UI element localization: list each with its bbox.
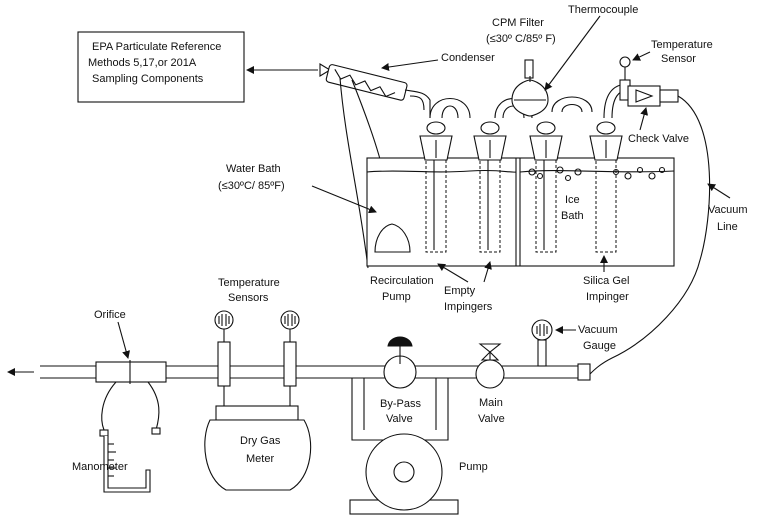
check-valve-pointer <box>639 107 649 131</box>
temperature-sensor-label-line1: Temperature <box>651 39 713 51</box>
water-bath-label-line2: (≤30ºC/ 85ºF) <box>218 180 285 192</box>
orifice-pointer <box>117 321 130 359</box>
empty-impingers-label-line1: Empty <box>444 285 476 297</box>
check-valve-label: Check Valve <box>628 133 689 145</box>
recirculation-pump-label-line1: Recirculation <box>370 275 434 287</box>
condenser-label: Condenser <box>441 52 495 64</box>
vacuum-gauge-label-line1: Vacuum <box>578 324 618 336</box>
bath-container <box>366 157 675 267</box>
dry-gas-meter-label-line1: Dry Gas <box>240 435 281 447</box>
epa-label-line3: Sampling Components <box>92 73 204 85</box>
temperature-sensor-top <box>619 56 631 101</box>
empty-impingers-pointer-2 <box>483 261 492 283</box>
epa-label-line2: Methods 5,17,or 201A <box>88 57 197 69</box>
check-valve <box>627 85 679 107</box>
empty-impingers-pointer-1 <box>437 263 469 283</box>
by-pass-valve-label-line1: By-Pass <box>380 398 421 410</box>
temperature-sensors-label-line1: Temperature <box>218 277 280 289</box>
by-pass-valve-label-line2: Valve <box>386 413 413 425</box>
cpm-filter-label-line1: CPM Filter <box>492 17 544 29</box>
ice-bath-label-line2: Bath <box>561 210 584 222</box>
manometer <box>99 381 161 493</box>
temperature-sensor-pointer <box>632 51 651 61</box>
thermocouple-pointer <box>544 15 601 91</box>
condenser-pointer <box>381 59 439 71</box>
vacuum-gauge-label-line2: Gauge <box>583 340 616 352</box>
silica-gel-label-line2: Impinger <box>586 291 629 303</box>
condenser <box>319 63 431 269</box>
thermocouple-label: Thermocouple <box>568 4 638 16</box>
recirculation-pump-label-line2: Pump <box>382 291 411 303</box>
vacuum-gauge <box>531 319 553 367</box>
impinger-1 <box>419 121 453 253</box>
dry-gas-meter-label-line2: Meter <box>246 453 274 465</box>
recirculation-pump <box>374 223 411 253</box>
ice-pieces <box>528 166 666 182</box>
impinger-4-silica-gel <box>589 121 623 253</box>
manometer-label: Manometer <box>72 461 128 473</box>
ice-bath-label-line1: Ice <box>565 194 580 206</box>
vacuum-line-pointer <box>707 183 731 199</box>
impinger-3 <box>529 121 563 253</box>
temperature-sensor-label-line2: Sensor <box>661 53 696 65</box>
temperature-sensors-label-line2: Sensors <box>228 292 269 304</box>
dry-gas-meter <box>204 386 312 491</box>
temperature-sensor-gauge-2 <box>280 310 300 387</box>
water-bath-label-line1: Water Bath <box>226 163 281 175</box>
vacuum-line-label-line1: Vacuum <box>708 204 748 216</box>
epa-sampling-components-box: EPA Particulate Reference Methods 5,17,o… <box>77 31 245 103</box>
main-valve-label-line1: Main <box>479 397 503 409</box>
pump <box>349 433 459 515</box>
main-valve-label-line2: Valve <box>478 413 505 425</box>
by-pass-valve <box>383 336 417 389</box>
orifice-label: Orifice <box>94 309 126 321</box>
main-valve <box>475 343 505 389</box>
vacuum-line-hose <box>589 95 711 375</box>
vacuum-line-label-line2: Line <box>717 221 738 233</box>
impinger-2 <box>473 121 507 253</box>
silica-gel-label-line1: Silica Gel <box>583 275 629 287</box>
orifice <box>95 360 167 384</box>
cpm-filter-label-line2: (≤30º C/85º F) <box>486 33 556 45</box>
cpm-filter <box>511 59 549 117</box>
epa-label-line1: EPA Particulate Reference <box>92 41 221 53</box>
temperature-sensor-gauge-1 <box>214 310 234 387</box>
empty-impingers-label-line2: Impingers <box>444 301 493 313</box>
water-bath-pointer <box>311 185 377 214</box>
pump-label: Pump <box>459 461 488 473</box>
